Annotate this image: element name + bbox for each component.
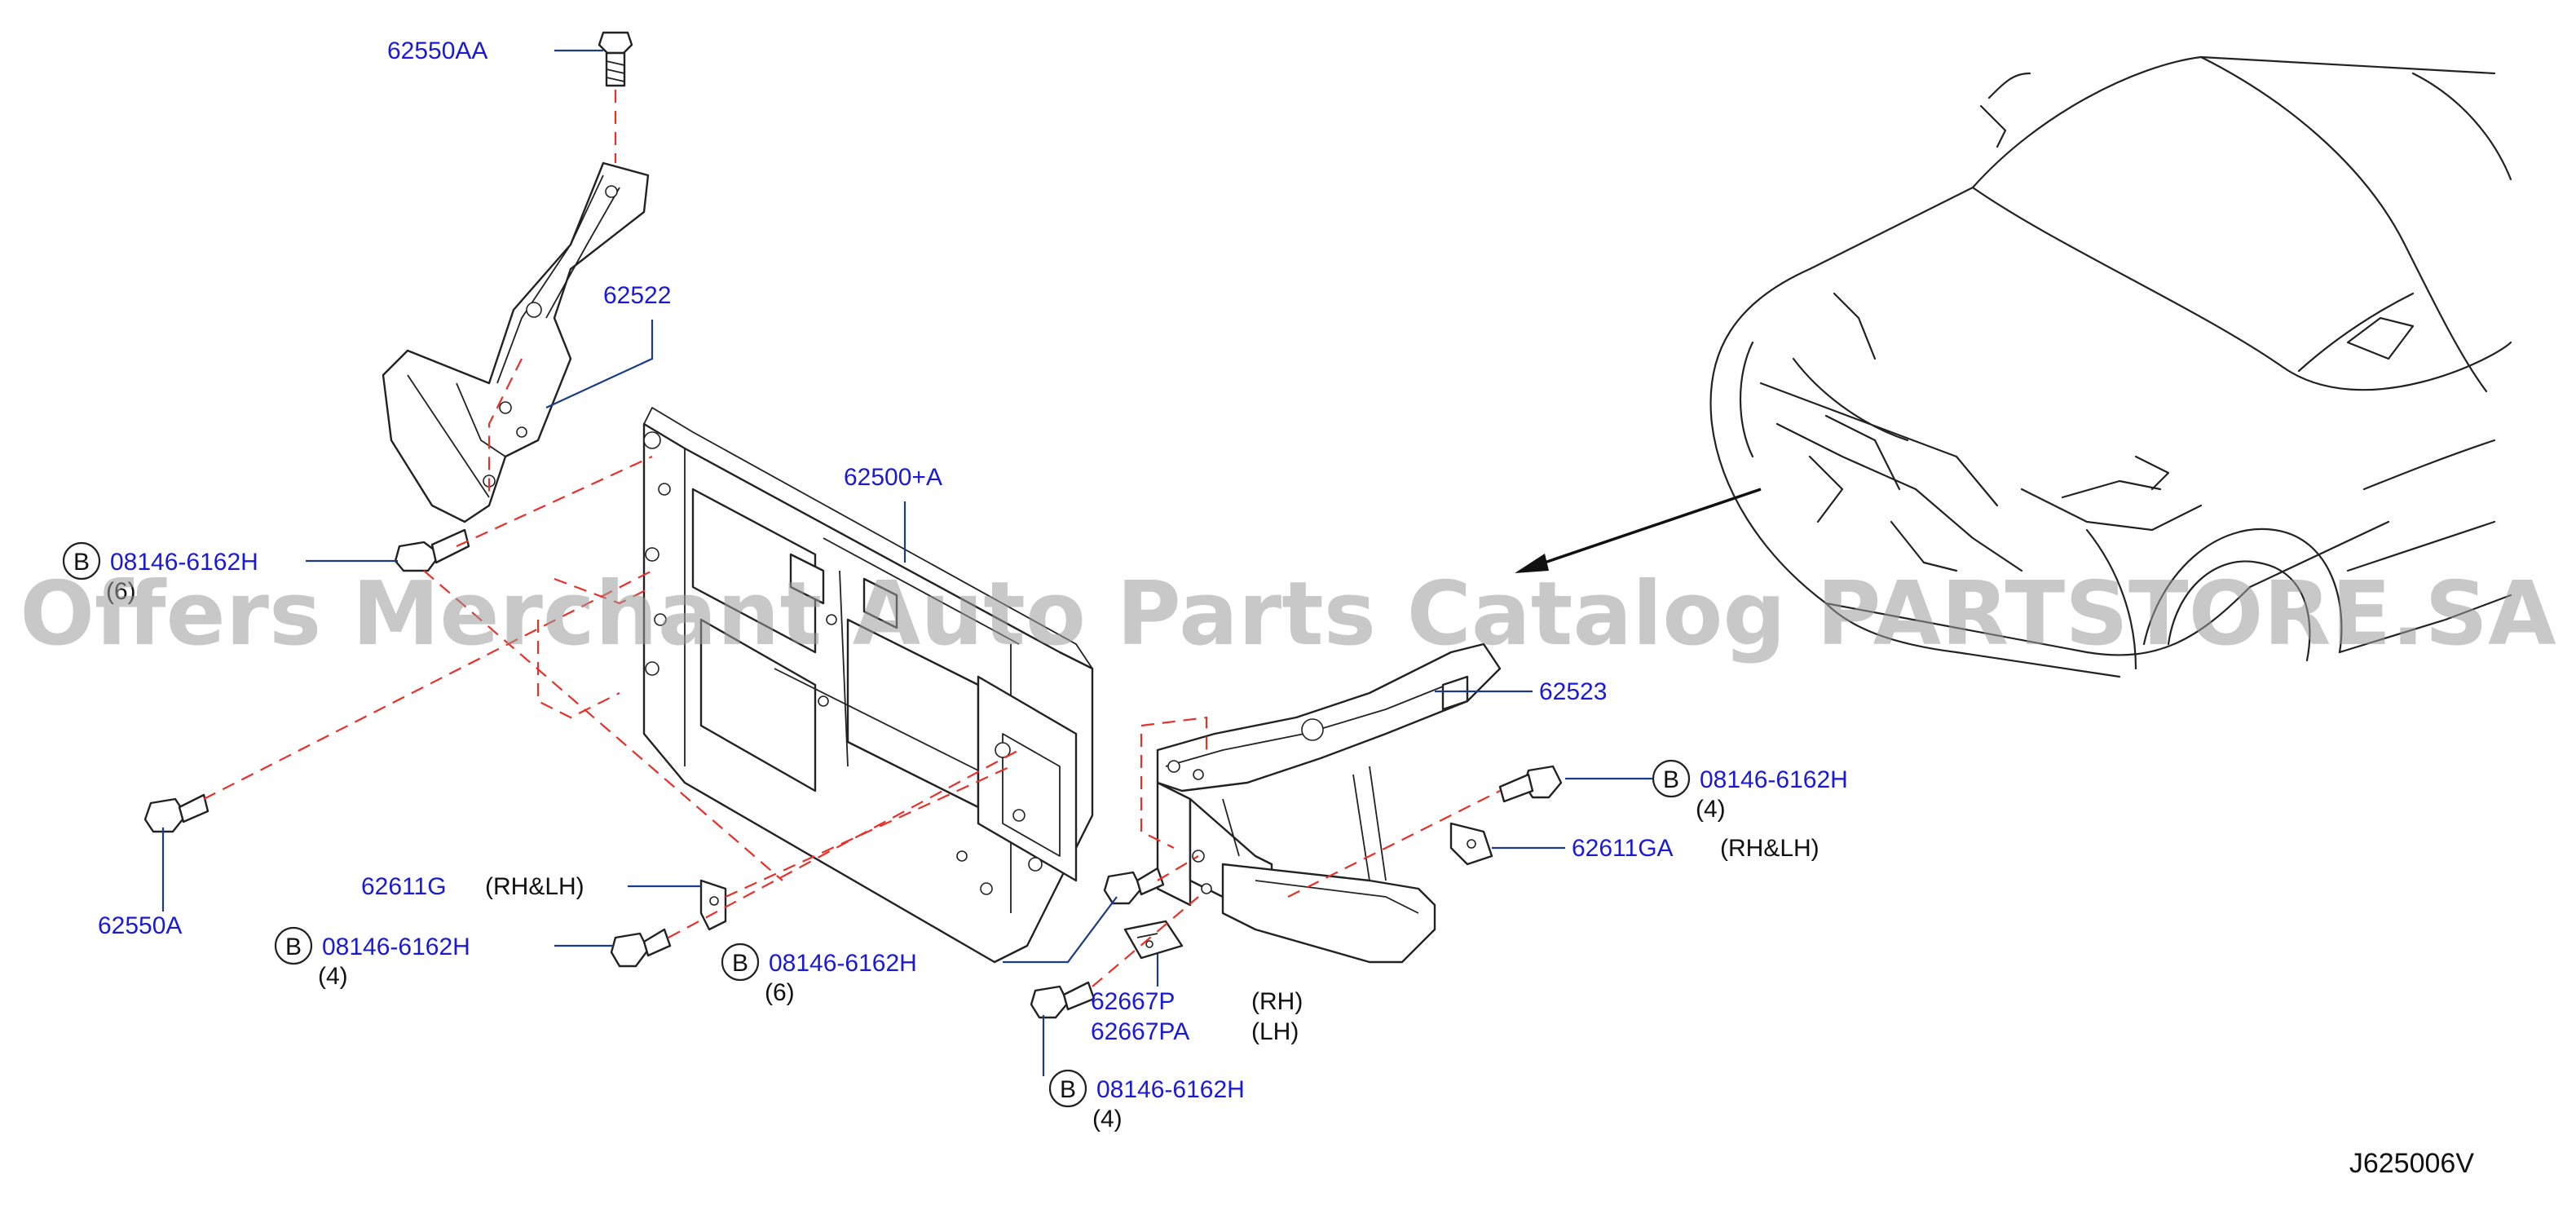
bolt-b-4 <box>1030 981 1096 1019</box>
leader-lines <box>161 49 1655 1076</box>
assembly-dashed-lines <box>203 90 1501 987</box>
label-62667PA: 62667PA <box>1091 1018 1189 1045</box>
svg-text:(6): (6) <box>765 979 795 1006</box>
location-arrow <box>1515 488 1762 573</box>
svg-text:08146-6162H: 08146-6162H <box>1700 766 1848 793</box>
bolt-label-1: B 08146-6162H (6) <box>62 541 258 605</box>
bolt-b-3 <box>1103 867 1165 905</box>
label-62667P-side: (RH) <box>1251 988 1303 1015</box>
svg-text:08146-6162H: 08146-6162H <box>322 934 470 960</box>
side-member-62523 <box>1156 642 1502 964</box>
svg-text:08146-6162H: 08146-6162H <box>769 950 917 977</box>
label-62550AA: 62550AA <box>387 38 487 64</box>
bracket-62611G <box>699 879 727 931</box>
bolt-label-2: B 08146-6162H (4) <box>274 926 470 990</box>
label-62611GA: 62611GA <box>1572 835 1674 862</box>
part-labels: 62550AA 62522 62500+A 62523 62550A 62611… <box>98 38 1820 1045</box>
svg-text:B: B <box>1060 1076 1076 1103</box>
label-62522: 62522 <box>603 282 671 309</box>
bolt-62550AA <box>598 31 633 87</box>
bolt-label-4: B 08146-6162H (6) <box>721 943 917 1006</box>
svg-text:(4): (4) <box>1092 1106 1123 1132</box>
svg-text:B: B <box>285 934 302 960</box>
watermark-text: Offers Merchant Auto Parts Catalog PARTS… <box>20 563 2556 665</box>
bolt-label-5: B 08146-6162H (4) <box>1652 759 1848 823</box>
upper-bracket-62522 <box>382 161 650 523</box>
bolt-b-2 <box>610 928 672 968</box>
label-62611G-side: (RH&LH) <box>485 873 584 900</box>
svg-text:08146-6162H: 08146-6162H <box>110 549 258 576</box>
label-62611G: 62611G <box>361 873 447 900</box>
svg-text:(4): (4) <box>318 963 348 990</box>
bracket-62667P <box>1123 920 1184 960</box>
label-62611GA-side: (RH&LH) <box>1720 835 1820 862</box>
radiator-core-support-62500A <box>642 407 1094 964</box>
label-62500A: 62500+A <box>844 464 942 491</box>
car-illustration <box>1709 55 2512 678</box>
svg-text:08146-6162H: 08146-6162H <box>1096 1076 1245 1103</box>
bolt-62550A <box>143 793 210 833</box>
diagram-code: J625006V <box>2349 1148 2474 1179</box>
bolt-b-5 <box>1498 765 1563 803</box>
svg-text:B: B <box>732 950 748 977</box>
bracket-62611GA <box>1449 822 1493 866</box>
svg-text:(6): (6) <box>106 578 136 605</box>
svg-text:B: B <box>1663 766 1679 793</box>
bolt-label-3: B 08146-6162H (4) <box>1048 1069 1245 1132</box>
label-62667P: 62667P <box>1091 988 1175 1015</box>
svg-text:B: B <box>73 549 90 576</box>
label-62550A: 62550A <box>98 912 182 939</box>
label-62523: 62523 <box>1539 678 1607 705</box>
label-62667PA-side: (LH) <box>1251 1018 1299 1045</box>
svg-text:(4): (4) <box>1696 796 1726 823</box>
